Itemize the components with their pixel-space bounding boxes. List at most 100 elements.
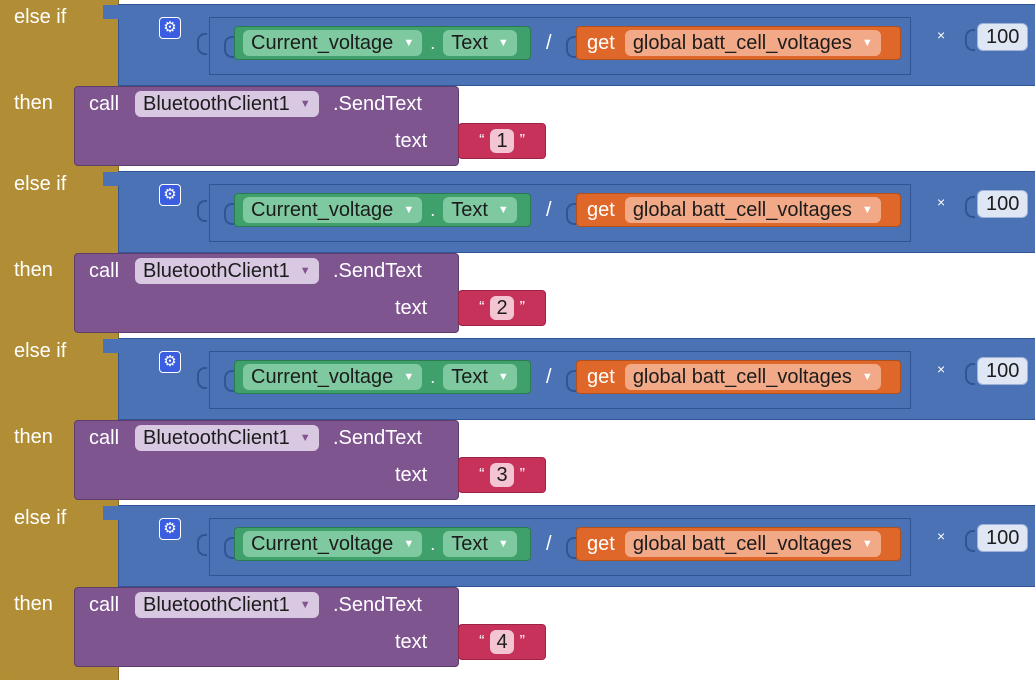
component-getter-block[interactable]: Current_voltage▼ . Text▼ — [234, 527, 531, 561]
string-field[interactable]: 3 — [490, 463, 514, 487]
variable-dropdown[interactable]: global batt_cell_voltages▼ — [624, 30, 881, 56]
text-param-label: text — [395, 130, 428, 152]
chevron-down-icon: ▼ — [403, 204, 415, 216]
client-dropdown[interactable]: BluetoothClient1▼ — [135, 258, 319, 284]
chevron-down-icon: ▼ — [497, 371, 509, 383]
divide-operator: / — [546, 32, 552, 54]
socket-notch — [197, 367, 207, 389]
component-getter-block[interactable]: Current_voltage▼ . Text▼ — [234, 360, 531, 394]
number-field[interactable]: 100 — [977, 357, 1029, 385]
chevron-down-icon: ▼ — [299, 599, 311, 611]
socket-notch — [566, 203, 576, 225]
text-param-label: text — [395, 631, 428, 653]
property-dropdown[interactable]: Text▼ — [443, 30, 517, 56]
else-if-label: else if — [14, 507, 67, 529]
chevron-down-icon: ▼ — [497, 204, 509, 216]
division-block[interactable]: Current_voltage▼ . Text▼ / get global ba… — [209, 518, 911, 576]
gear-icon[interactable]: ⚙ — [159, 184, 181, 206]
then-label: then — [14, 593, 53, 615]
sendtext-call-block[interactable]: call BluetoothClient1▼ .SendText text — [74, 420, 459, 500]
string-field[interactable]: 1 — [490, 129, 514, 153]
method-label: .SendText — [333, 427, 422, 449]
gear-icon[interactable]: ⚙ — [159, 518, 181, 540]
text-string-block[interactable]: “ 4 ” — [458, 624, 546, 660]
gear-icon[interactable]: ⚙ — [159, 17, 181, 39]
method-label: .SendText — [333, 260, 422, 282]
chevron-down-icon: ▼ — [299, 265, 311, 277]
component-getter-block[interactable]: Current_voltage▼ . Text▼ — [234, 26, 531, 60]
get-variable-block[interactable]: get global batt_cell_voltages▼ — [576, 193, 901, 227]
chevron-down-icon: ▼ — [403, 371, 415, 383]
division-block[interactable]: Current_voltage▼ . Text▼ / get global ba… — [209, 17, 911, 75]
chevron-down-icon: ▼ — [299, 432, 311, 444]
component-dropdown[interactable]: Current_voltage▼ — [243, 197, 423, 223]
number-field[interactable]: 100 — [977, 524, 1029, 552]
chevron-down-icon: ▼ — [861, 538, 873, 550]
string-field[interactable]: 4 — [490, 630, 514, 654]
string-field[interactable]: 2 — [490, 296, 514, 320]
sendtext-call-block[interactable]: call BluetoothClient1▼ .SendText text — [74, 587, 459, 667]
text-string-block[interactable]: “ 2 ” — [458, 290, 546, 326]
socket-notch — [224, 370, 234, 392]
multiply-operator: × — [937, 361, 946, 377]
socket-notch — [965, 29, 975, 51]
else-if-label: else if — [14, 6, 67, 28]
number-field[interactable]: 100 — [977, 190, 1029, 218]
chevron-down-icon: ▼ — [861, 37, 873, 49]
compare-block[interactable]: ⚙ Current_voltage▼ . Text▼ / get global … — [103, 171, 1035, 253]
component-getter-block[interactable]: Current_voltage▼ . Text▼ — [234, 193, 531, 227]
get-variable-block[interactable]: get global batt_cell_voltages▼ — [576, 26, 901, 60]
division-block[interactable]: Current_voltage▼ . Text▼ / get global ba… — [209, 351, 911, 409]
then-label: then — [14, 426, 53, 448]
property-dropdown[interactable]: Text▼ — [443, 531, 517, 557]
socket-notch — [965, 530, 975, 552]
chevron-down-icon: ▼ — [497, 538, 509, 550]
compare-block[interactable]: ⚙ Current_voltage▼ . Text▼ / get global … — [103, 4, 1035, 86]
else-if-label: else if — [14, 340, 67, 362]
then-label: then — [14, 92, 53, 114]
chevron-down-icon: ▼ — [497, 37, 509, 49]
socket-notch — [197, 33, 207, 55]
socket-notch — [197, 200, 207, 222]
socket-notch — [566, 36, 576, 58]
property-dropdown[interactable]: Text▼ — [443, 197, 517, 223]
text-string-block[interactable]: “ 3 ” — [458, 457, 546, 493]
variable-dropdown[interactable]: global batt_cell_voltages▼ — [624, 364, 881, 390]
sendtext-call-block[interactable]: call BluetoothClient1▼ .SendText text — [74, 253, 459, 333]
component-dropdown[interactable]: Current_voltage▼ — [243, 364, 423, 390]
divide-operator: / — [546, 533, 552, 555]
socket-notch — [566, 370, 576, 392]
chevron-down-icon: ▼ — [861, 204, 873, 216]
socket-notch — [566, 537, 576, 559]
multiply-operator: × — [937, 528, 946, 544]
sendtext-call-block[interactable]: call BluetoothClient1▼ .SendText text — [74, 86, 459, 166]
component-dropdown[interactable]: Current_voltage▼ — [243, 30, 423, 56]
chevron-down-icon: ▼ — [299, 98, 311, 110]
method-label: .SendText — [333, 93, 422, 115]
chevron-down-icon: ▼ — [403, 538, 415, 550]
get-variable-block[interactable]: get global batt_cell_voltages▼ — [576, 527, 901, 561]
then-label: then — [14, 259, 53, 281]
get-variable-block[interactable]: get global batt_cell_voltages▼ — [576, 360, 901, 394]
division-block[interactable]: Current_voltage▼ . Text▼ / get global ba… — [209, 184, 911, 242]
chevron-down-icon: ▼ — [861, 371, 873, 383]
multiply-operator: × — [937, 27, 946, 43]
client-dropdown[interactable]: BluetoothClient1▼ — [135, 91, 319, 117]
number-field[interactable]: 100 — [977, 23, 1029, 51]
multiply-operator: × — [937, 194, 946, 210]
text-string-block[interactable]: “ 1 ” — [458, 123, 546, 159]
component-dropdown[interactable]: Current_voltage▼ — [243, 531, 423, 557]
property-dropdown[interactable]: Text▼ — [443, 364, 517, 390]
text-param-label: text — [395, 297, 428, 319]
divide-operator: / — [546, 199, 552, 221]
socket-notch — [965, 196, 975, 218]
client-dropdown[interactable]: BluetoothClient1▼ — [135, 592, 319, 618]
client-dropdown[interactable]: BluetoothClient1▼ — [135, 425, 319, 451]
else-if-label: else if — [14, 173, 67, 195]
variable-dropdown[interactable]: global batt_cell_voltages▼ — [624, 197, 881, 223]
compare-block[interactable]: ⚙ Current_voltage▼ . Text▼ / get global … — [103, 505, 1035, 587]
variable-dropdown[interactable]: global batt_cell_voltages▼ — [624, 531, 881, 557]
compare-block[interactable]: ⚙ Current_voltage▼ . Text▼ / get global … — [103, 338, 1035, 420]
method-label: .SendText — [333, 594, 422, 616]
gear-icon[interactable]: ⚙ — [159, 351, 181, 373]
